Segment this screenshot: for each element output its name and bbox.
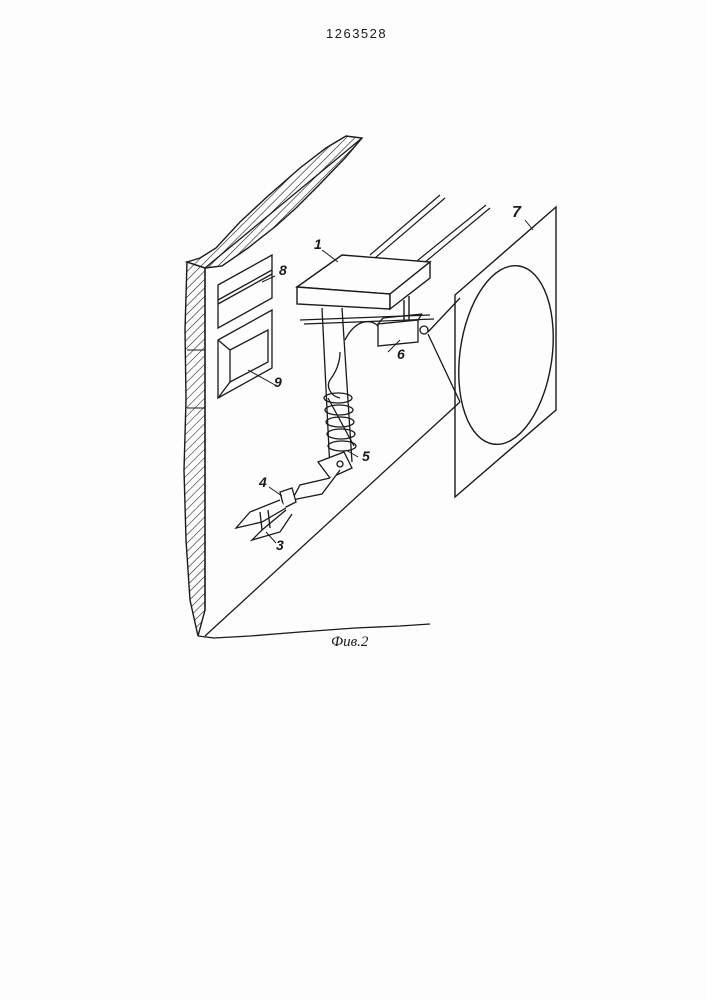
wall-openings [218, 255, 272, 398]
callout-3: 3 [276, 537, 284, 553]
callout-6: 6 [397, 346, 405, 362]
display-screen [448, 207, 564, 497]
callout-5: 5 [362, 448, 370, 464]
callout-4: 4 [259, 474, 267, 490]
gripper [236, 500, 292, 540]
manipulator-forearm [280, 452, 352, 508]
callout-1: 1 [314, 236, 322, 252]
figure-caption: Фив.2 [331, 634, 368, 651]
callout-9: 9 [274, 374, 282, 390]
manipulator-arm [322, 308, 378, 470]
callout-7: 7 [512, 204, 521, 222]
callout-8: 8 [279, 262, 287, 278]
